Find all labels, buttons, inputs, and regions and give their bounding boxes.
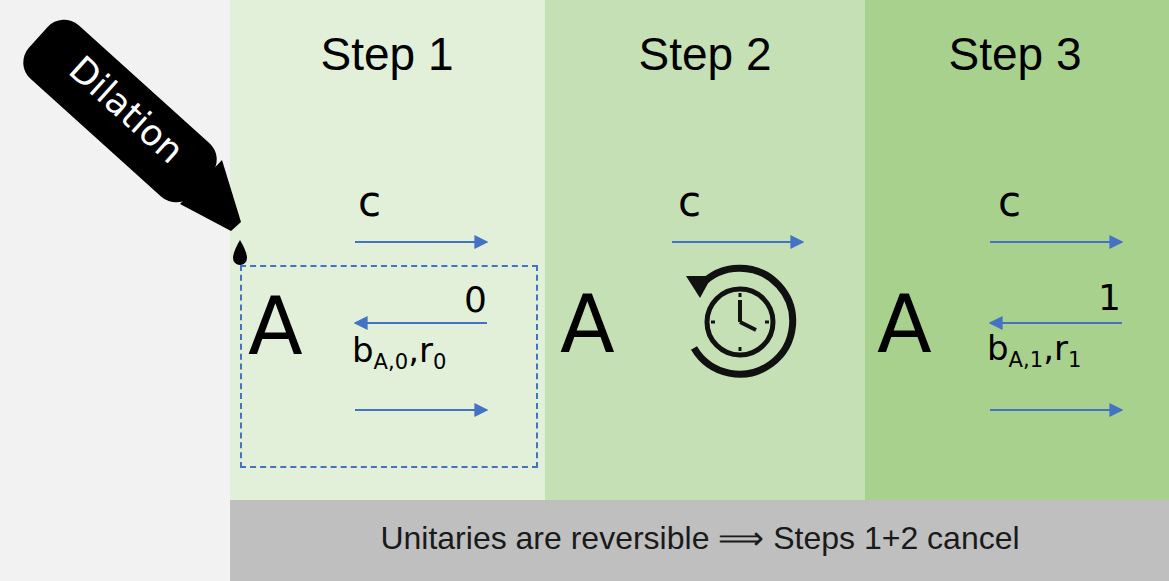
channel-arrow [990, 409, 1122, 411]
dropper-label: Dilation [61, 48, 192, 172]
system-label: A [877, 279, 932, 371]
step-heading: Step 2 [639, 28, 772, 81]
channel-arrow [990, 241, 1122, 243]
step-panel-bg [545, 0, 865, 500]
footer-bar: Unitaries are reversible ⟹ Steps 1+2 can… [230, 500, 1169, 581]
system-label: A [560, 279, 615, 371]
step-heading: Step 1 [321, 28, 454, 81]
dropper-body: Dilation [14, 11, 226, 212]
step-panel-bg [865, 0, 1169, 500]
rewind-clock-icon [686, 268, 793, 374]
footer-note: Unitaries are reversible ⟹ Steps 1+2 can… [380, 520, 1019, 557]
step-panel-bg [230, 0, 545, 500]
register-label: bA,0,r0 [352, 331, 446, 375]
dropper-drop [233, 240, 247, 265]
channel-arrow [355, 409, 487, 411]
channel-arrow [672, 241, 803, 243]
channel-arrow [355, 322, 487, 324]
dilation-box: A 0 bA,0,r0 [240, 265, 538, 468]
step-panel: Step 3 cA 1 bA,1,r1 [865, 0, 1169, 500]
system-label: A [248, 281, 303, 373]
step-panel: Step 1 cA 0 bA,0,r0 [230, 0, 545, 500]
channel-arrow [355, 241, 487, 243]
bit-label: 0 [464, 279, 487, 320]
step-heading: Step 3 [949, 28, 1082, 81]
register-label: bA,1,r1 [987, 329, 1081, 373]
channel-label: c [998, 178, 1021, 226]
bit-label: 1 [1098, 277, 1121, 318]
channel-label: c [358, 178, 381, 226]
step-panel: Step 2 cA [545, 0, 865, 500]
footer-bar-bg [230, 500, 1169, 581]
channel-label: c [678, 178, 701, 226]
channel-arrow [990, 322, 1122, 324]
